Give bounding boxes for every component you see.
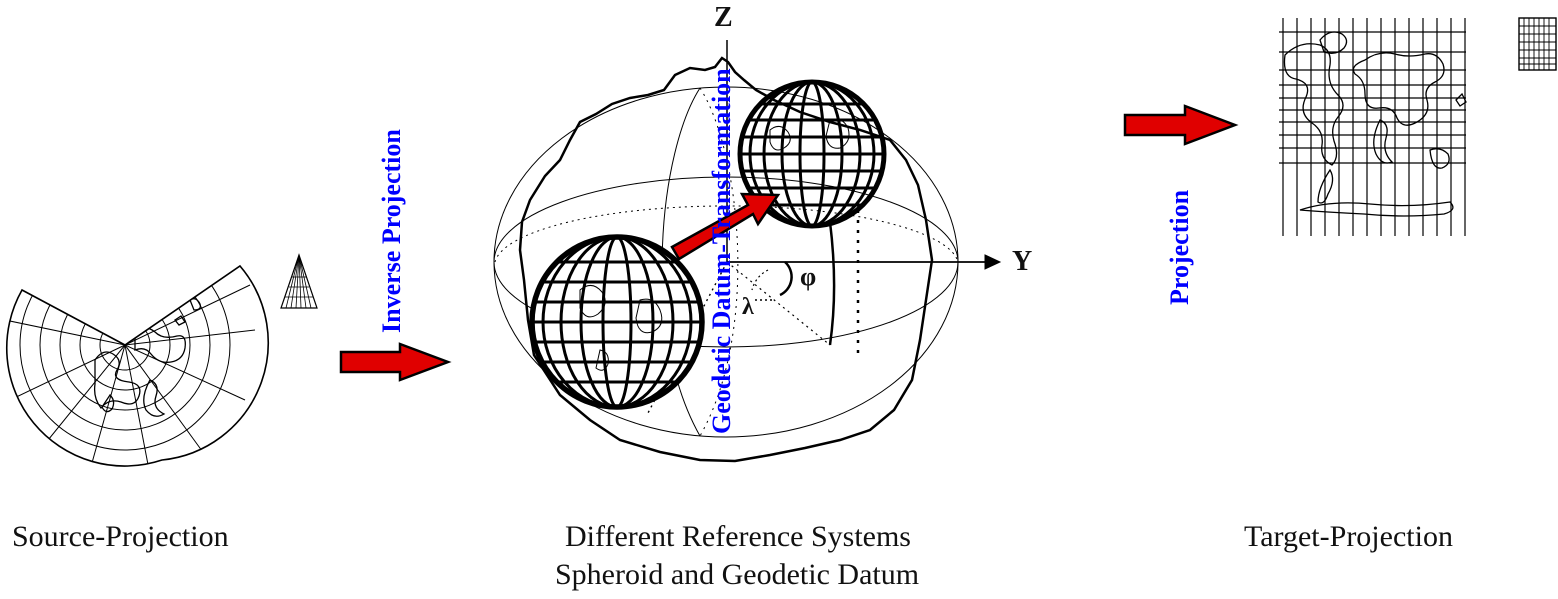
arrow-inverse-projection bbox=[341, 344, 448, 380]
phi-label: φ bbox=[800, 262, 816, 292]
source-conic-map bbox=[5, 240, 268, 475]
caption-reference-systems: Different Reference Systems bbox=[565, 520, 911, 554]
y-axis-label: Y bbox=[1012, 246, 1032, 278]
cylinder-grid-icon bbox=[1519, 18, 1556, 70]
caption-source-projection: Source-Projection bbox=[12, 520, 229, 554]
inverse-projection-label: Inverse Projection bbox=[377, 129, 407, 333]
caption-target-projection: Target-Projection bbox=[1244, 520, 1453, 554]
z-axis-label: Z bbox=[714, 2, 733, 34]
datum-transformation-label: Geodetic Datum-Transformation bbox=[707, 68, 737, 434]
caption-spheroid-datum: Spheroid and Geodetic Datum bbox=[555, 558, 919, 592]
arrow-projection bbox=[1125, 106, 1235, 144]
lambda-label: λ bbox=[742, 294, 754, 321]
target-cylindrical-map bbox=[1279, 18, 1466, 236]
cone-icon bbox=[281, 255, 317, 308]
globe-primary bbox=[530, 237, 704, 407]
projection-label: Projection bbox=[1165, 190, 1195, 305]
